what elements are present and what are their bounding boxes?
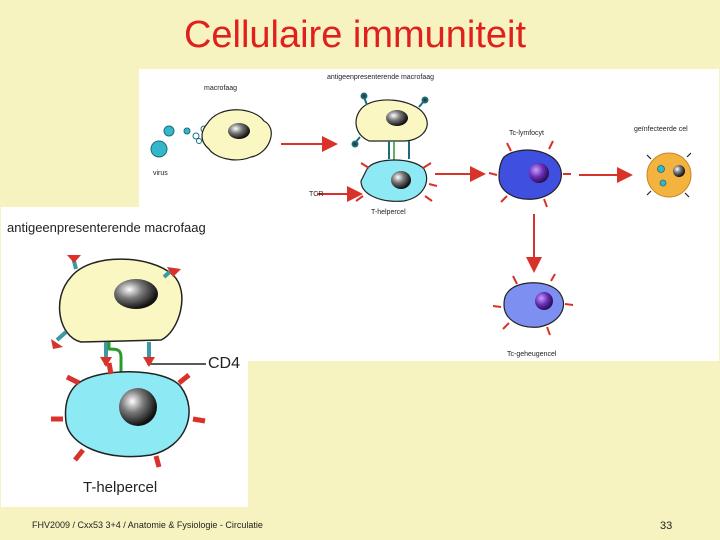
label-tcr: TCR (309, 191, 324, 198)
label-tc-lymfocyt: Tc-lymfocyt (509, 130, 544, 137)
label-geinfecteerde-cel: geïnfecteerde cel (634, 126, 688, 133)
label-tc-geheugencel: Tc-geheugencel (507, 351, 557, 358)
virus-particles (150, 125, 208, 158)
slide-title: Cellulaire immuniteit (183, 14, 527, 56)
label-t-helpercel: T-helpercel (371, 209, 406, 216)
tc-memory-cell (503, 282, 565, 328)
inset-label-t-helpercel: T-helpercel (83, 479, 158, 496)
label-apc-top: antigeenpresenterende macrofaag (327, 74, 435, 81)
page-number: 33 (660, 520, 673, 532)
inset-graphic (51, 255, 206, 468)
inset-diagram: antigeenpresenterende macrofaag CD4 T-he… (1, 207, 248, 507)
inset-label-cd4: CD4 (208, 355, 241, 372)
label-virus: virus (153, 170, 168, 177)
label-macrofaag: macrofaag (204, 85, 238, 92)
pathway-graphic (150, 92, 692, 336)
infected-cell (646, 152, 692, 198)
inset-heading: antigeenpresenterende macrofaag (7, 220, 206, 235)
footer-text: FHV2009 / Cxx53 3+4 / Anatomie & Fysiolo… (32, 520, 263, 530)
